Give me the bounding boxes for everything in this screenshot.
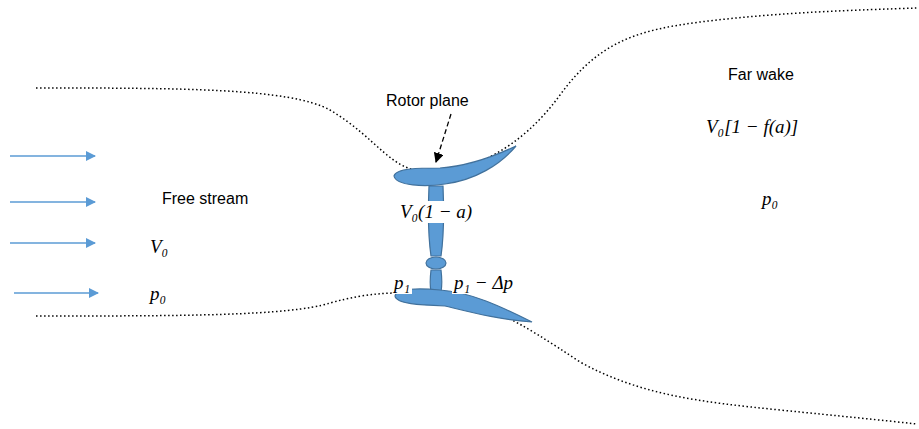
wake-pressure-label: p₀ bbox=[760, 188, 780, 210]
free-stream-label: Free stream bbox=[160, 190, 250, 208]
rotor-velocity-label: V₀(1 − a) bbox=[398, 201, 474, 223]
upstream-pressure-label: p₁ bbox=[392, 272, 412, 294]
velocity-label: V₀ bbox=[148, 236, 170, 258]
pressure-label: p₀ bbox=[148, 283, 168, 305]
wake-velocity-label: V₀[1 − f(a)] bbox=[704, 116, 800, 138]
rotor bbox=[394, 146, 532, 322]
far-wake-label: Far wake bbox=[726, 66, 796, 84]
free-stream-arrows bbox=[10, 156, 98, 293]
rotor-plane-pointer bbox=[436, 114, 451, 162]
upper-streamline bbox=[36, 8, 917, 172]
downstream-pressure-label: p₁ − Δp bbox=[452, 272, 515, 294]
rotor-plane-label: Rotor plane bbox=[384, 92, 471, 110]
